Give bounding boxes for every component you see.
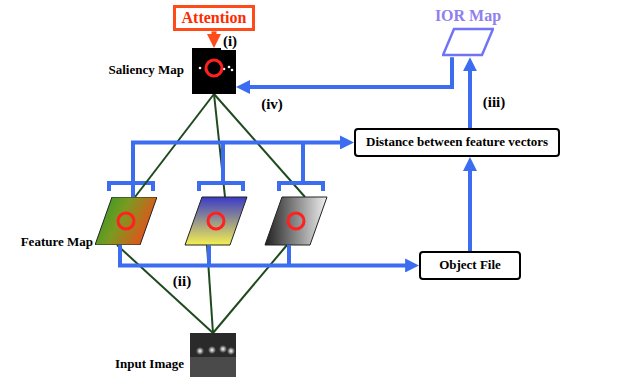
saliency-map: Saliency Map	[192, 48, 236, 94]
box-label: Attention	[182, 9, 247, 27]
ior-map: IOR Map	[435, 6, 501, 57]
connector-arrow	[468, 67, 472, 128]
connector-arrow	[246, 57, 452, 87]
connector-arrow	[120, 244, 409, 265]
box-label: Object File	[439, 258, 501, 273]
connector-arrow	[133, 142, 344, 197]
step-label: (ii)	[171, 273, 193, 290]
feature-fan-lines	[207, 94, 305, 333]
feature-map: Feature Map	[95, 197, 157, 245]
connector-arrow	[212, 31, 217, 38]
map-label: Input Image	[115, 357, 184, 372]
step-label: (iv)	[259, 96, 285, 113]
map-label: Feature Map	[21, 235, 93, 250]
connector-arrow	[117, 245, 213, 333]
box-label: Distance between feature vectors	[366, 135, 548, 150]
process-box: Distance between feature vectors	[354, 128, 560, 157]
connector-arrow	[468, 167, 472, 251]
map-label: Saliency Map	[109, 63, 184, 78]
step-label: (i)	[221, 33, 239, 50]
attention-box: Attention	[173, 5, 256, 31]
sal-image	[192, 48, 236, 94]
map-heading: IOR Map	[435, 6, 501, 25]
process-box: Object File	[419, 251, 521, 280]
ior-parallelogram	[442, 27, 494, 57]
step-label: (iii)	[481, 94, 508, 111]
input-image: Input Image	[190, 333, 236, 377]
feature-map-2	[185, 197, 247, 245]
feature-map-3	[265, 197, 327, 245]
fm1-image	[95, 197, 157, 245]
connector-arrow	[135, 94, 214, 197]
inp-image	[190, 333, 236, 377]
